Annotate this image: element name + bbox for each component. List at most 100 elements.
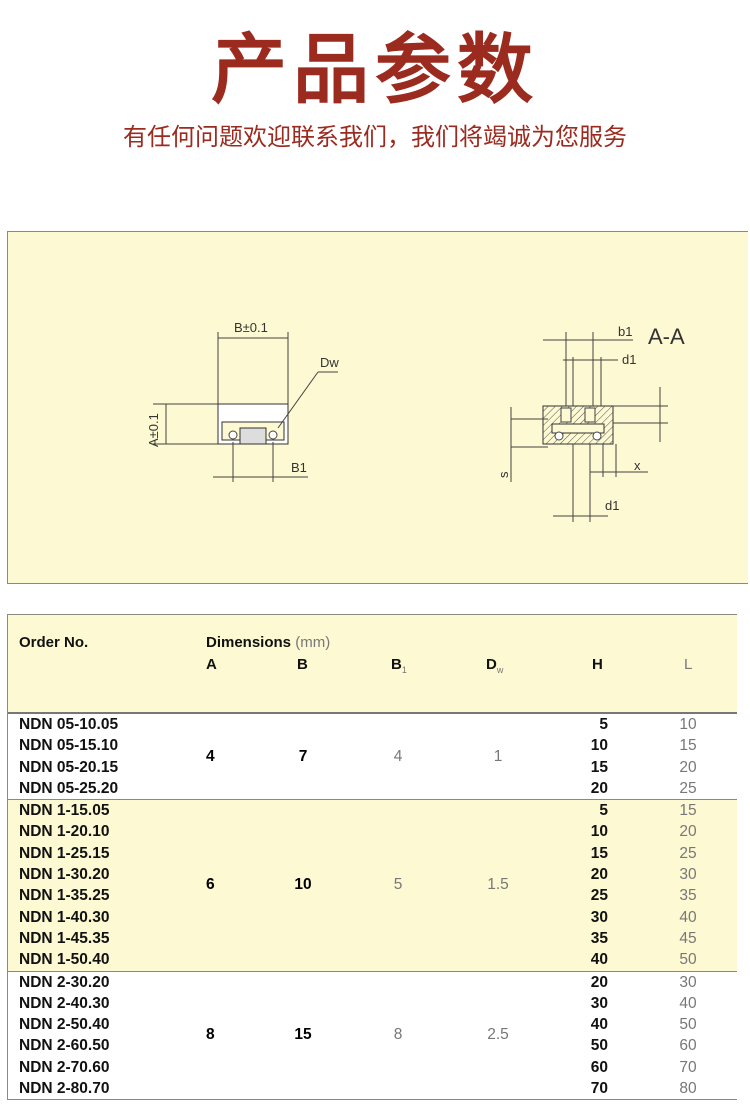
col-b: B [297,656,308,673]
l-cell: 40 [679,994,697,1012]
svg-text:s: s [496,471,511,478]
col-h: H [592,656,603,673]
order-no-cell: NDN 1-50.40 [19,951,110,969]
l-cell: 30 [679,866,697,884]
order-no-cell: NDN 2-40.30 [19,994,110,1012]
dimensions-header: Dimensions (mm) [206,634,330,651]
dimensions-label: Dimensions [206,634,292,651]
table-row: NDN 2-50.40 40 50 [8,1014,737,1035]
h-cell: 20 [590,973,608,991]
order-no-cell: NDN 1-30.20 [19,866,110,884]
table-row: NDN 2-40.30 30 40 [8,993,737,1014]
l-cell: 50 [679,1016,697,1034]
dw-cell: 2.5 [487,1026,509,1044]
a-cell: 8 [206,1026,215,1044]
h-cell: 5 [599,716,608,733]
l-cell: 70 [679,1058,697,1076]
specifications-table: Order No. Dimensions (mm) A B B1 Dw H L … [7,614,737,1101]
svg-text:Dw: Dw [320,355,339,370]
h-cell: 30 [590,908,608,926]
b1-cell: 4 [393,747,403,765]
b-cell: 15 [294,1026,312,1044]
col-b1-sub: 1 [401,665,407,675]
l-cell: 80 [679,1080,697,1098]
order-no-cell: NDN 05-25.20 [19,779,119,797]
h-cell: 30 [590,994,608,1012]
table-row: NDN 05-20.15 15 20 [8,757,737,778]
order-no-cell: NDN 2-50.40 [19,1016,110,1034]
h-cell: 10 [590,823,608,841]
table-row: NDN 05-10.05 5 10 [8,714,737,735]
h-cell: 70 [590,1080,608,1098]
b1-cell: 5 [393,876,403,894]
table-row: NDN 2-60.50 50 60 [8,1035,737,1056]
unit-label: (mm) [295,634,331,651]
svg-text:d1: d1 [622,352,636,367]
l-cell: 60 [679,1037,697,1055]
order-no-cell: NDN 2-70.60 [19,1058,110,1076]
l-cell: 30 [679,973,697,991]
svg-text:d1: d1 [605,498,619,513]
a-cell: 6 [206,876,215,894]
l-cell: 20 [679,758,697,776]
h-cell: 20 [590,779,608,797]
svg-text:b1: b1 [618,324,632,339]
h-cell: 40 [590,951,608,969]
svg-text:B±0.1: B±0.1 [234,320,268,335]
h-cell: 15 [590,844,608,862]
table-row: NDN 1-45.35 35 45 [8,928,737,949]
order-no-cell: NDN 05-20.15 [19,758,119,776]
table-row: NDN 2-70.60 60 70 [8,1057,737,1078]
col-dw: Dw [486,656,503,675]
h-cell: 40 [590,1016,608,1034]
l-cell: 40 [679,908,697,926]
order-no-cell: NDN 1-40.30 [19,908,110,926]
col-a: A [206,656,217,673]
h-cell: 60 [590,1058,608,1076]
order-no-cell: NDN 05-15.10 [19,737,119,755]
h-cell: 15 [590,758,608,776]
technical-drawing: B±0.1 Dw A±0.1 B1 b1 A-A d1 s x d1 [146,320,685,522]
a-cell: 4 [206,747,215,765]
l-cell: 20 [679,823,697,841]
svg-text:B1: B1 [291,460,307,475]
l-cell: 10 [679,716,697,733]
order-no-header: Order No. [19,634,89,651]
col-l: L [684,656,693,673]
page-subtitle: 有任何问题欢迎联系我们，我们将竭诚为您服务 [123,123,627,151]
h-cell: 25 [590,887,608,905]
l-cell: 45 [679,929,697,947]
order-no-cell: NDN 1-45.35 [19,929,110,947]
h-cell: 35 [590,929,608,947]
svg-text:x: x [634,458,641,473]
table-row: NDN 05-25.20 20 25 [8,778,737,799]
table-row: NDN 2-30.20 20 30 [8,972,737,993]
l-cell: 35 [679,887,697,905]
table-header: Order No. Dimensions (mm) A B B1 Dw H L [8,615,737,714]
col-b1: B1 [391,656,407,675]
l-cell: 15 [679,802,697,820]
order-no-cell: NDN 2-30.20 [19,973,110,991]
table-row: NDN 1-20.10 10 20 [8,821,737,842]
order-no-cell: NDN 2-80.70 [19,1080,110,1098]
order-no-cell: NDN 2-60.50 [19,1037,110,1055]
svg-text:A±0.1: A±0.1 [146,413,161,447]
col-dw-sub: w [496,665,504,675]
l-cell: 15 [679,737,697,755]
table-row: NDN 1-40.30 30 40 [8,907,737,928]
order-no-cell: NDN 05-10.05 [19,716,119,733]
l-cell: 25 [679,779,697,797]
dw-cell: 1 [493,747,503,765]
h-cell: 50 [590,1037,608,1055]
order-no-cell: NDN 1-20.10 [19,823,110,841]
col-b1-label: B [391,656,402,673]
b-cell: 7 [298,747,308,765]
